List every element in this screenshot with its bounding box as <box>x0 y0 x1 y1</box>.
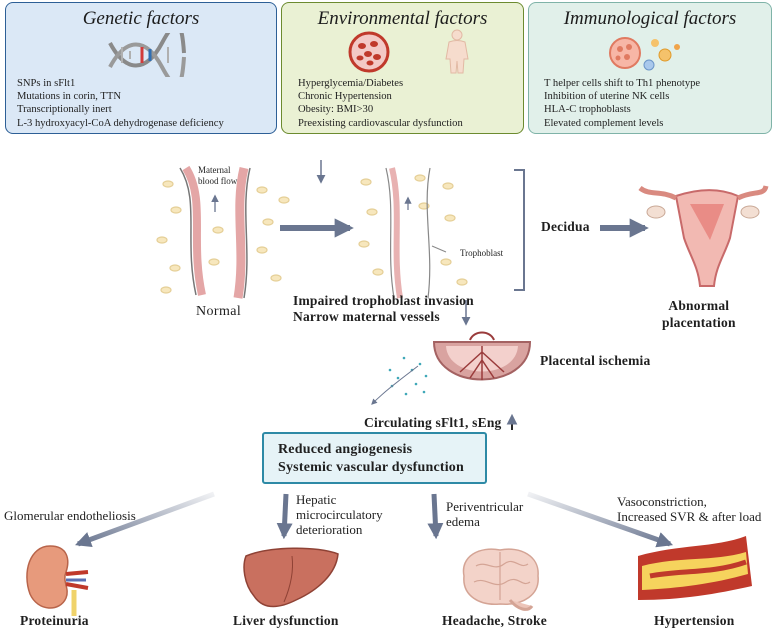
hypertension-label: Hypertension <box>654 613 735 628</box>
genetic-factors-list: SNPs in sFlt1 Mutations in corin, TTN Tr… <box>17 77 224 130</box>
headache-stroke-label: Headache, Stroke <box>442 613 547 628</box>
decidua-label: Decidua <box>541 219 590 234</box>
brain-icon <box>462 548 539 611</box>
normal-label: Normal <box>196 304 242 319</box>
list-item: Mutations in corin, TTN <box>17 91 121 103</box>
list-item: Inhibition of uterine NK cells <box>544 91 670 103</box>
list-item: Transcriptionally inert <box>17 104 112 116</box>
liver-icon <box>243 547 339 608</box>
vessel-note: Vasoconstriction, Increased SVR & after … <box>617 494 762 524</box>
immunological-factors-list: T helper cells shift to Th1 phenotype In… <box>544 77 700 130</box>
brain-note: Periventricular edema <box>446 499 524 529</box>
central-outcome-box: Reduced angiogenesis Systemic vascular d… <box>262 432 487 484</box>
environmental-factors-list: Hyperglycemia/Diabetes Chronic Hypertens… <box>298 77 463 130</box>
kidney-note: Glomerular endotheliosis <box>4 508 136 523</box>
list-item: HLA-C trophoblasts <box>544 104 631 116</box>
placenta-illustration <box>432 331 532 381</box>
kidney-icon <box>26 545 89 616</box>
genetic-factors-title: Genetic factors <box>82 8 200 29</box>
placental-ischemia-label: Placental ischemia <box>540 353 651 368</box>
list-item: Preexisting cardiovascular dysfunction <box>298 117 463 129</box>
immunological-factors-box: Immunological factors T helper cells shi… <box>528 2 772 134</box>
circulating-particles <box>388 356 428 396</box>
immunological-factors-title: Immunological factors <box>563 8 737 29</box>
trophoblast-label: Trophoblast <box>460 248 504 258</box>
environmental-factors-title: Environmental factors <box>317 8 488 29</box>
environmental-factors-box: Environmental factors Hyperglycemia/Diab… <box>281 2 524 134</box>
central-line-2: Systemic vascular dysfunction <box>278 460 464 475</box>
liver-note: Hepatic microcirculatory deterioration <box>296 492 383 537</box>
list-item: Elevated complement levels <box>544 117 664 129</box>
list-item: Chronic Hypertension <box>298 91 392 103</box>
dna-icon <box>108 33 186 77</box>
central-line-1: Reduced angiogenesis <box>278 442 413 457</box>
genetic-factors-box: Genetic factors SNPs in sFlt1 Mutations … <box>5 2 277 134</box>
decidua-bracket <box>514 169 525 291</box>
artery-icon <box>638 536 752 600</box>
list-item: L-3 hydroxyacyl-CoA dehydrogenase defici… <box>17 117 224 129</box>
list-item: Obesity: BMI>30 <box>298 104 374 116</box>
impaired-vessels-illustration <box>358 167 468 299</box>
list-item: SNPs in sFlt1 <box>17 78 76 89</box>
abnormal-placentation-label: Abnormal placentation <box>662 298 736 330</box>
list-item: Hyperglycemia/Diabetes <box>298 78 404 89</box>
uterus-illustration <box>638 185 769 287</box>
maternal-blood-flow-label: Maternal blood flow <box>198 165 238 186</box>
body-silhouette-icon <box>445 29 469 74</box>
list-item: T helper cells shift to Th1 phenotype <box>544 78 701 89</box>
circulating-factors-label: Circulating sFlt1, sEng <box>364 415 502 430</box>
normal-vessels-illustration <box>156 165 290 299</box>
blood-cell-icon <box>348 31 390 73</box>
proteinuria-label: Proteinuria <box>20 613 89 628</box>
impaired-label: Impaired trophoblast invasion Narrow mat… <box>293 293 474 324</box>
immune-cells-icon <box>609 37 680 71</box>
liver-dysfunction-label: Liver dysfunction <box>233 613 339 628</box>
